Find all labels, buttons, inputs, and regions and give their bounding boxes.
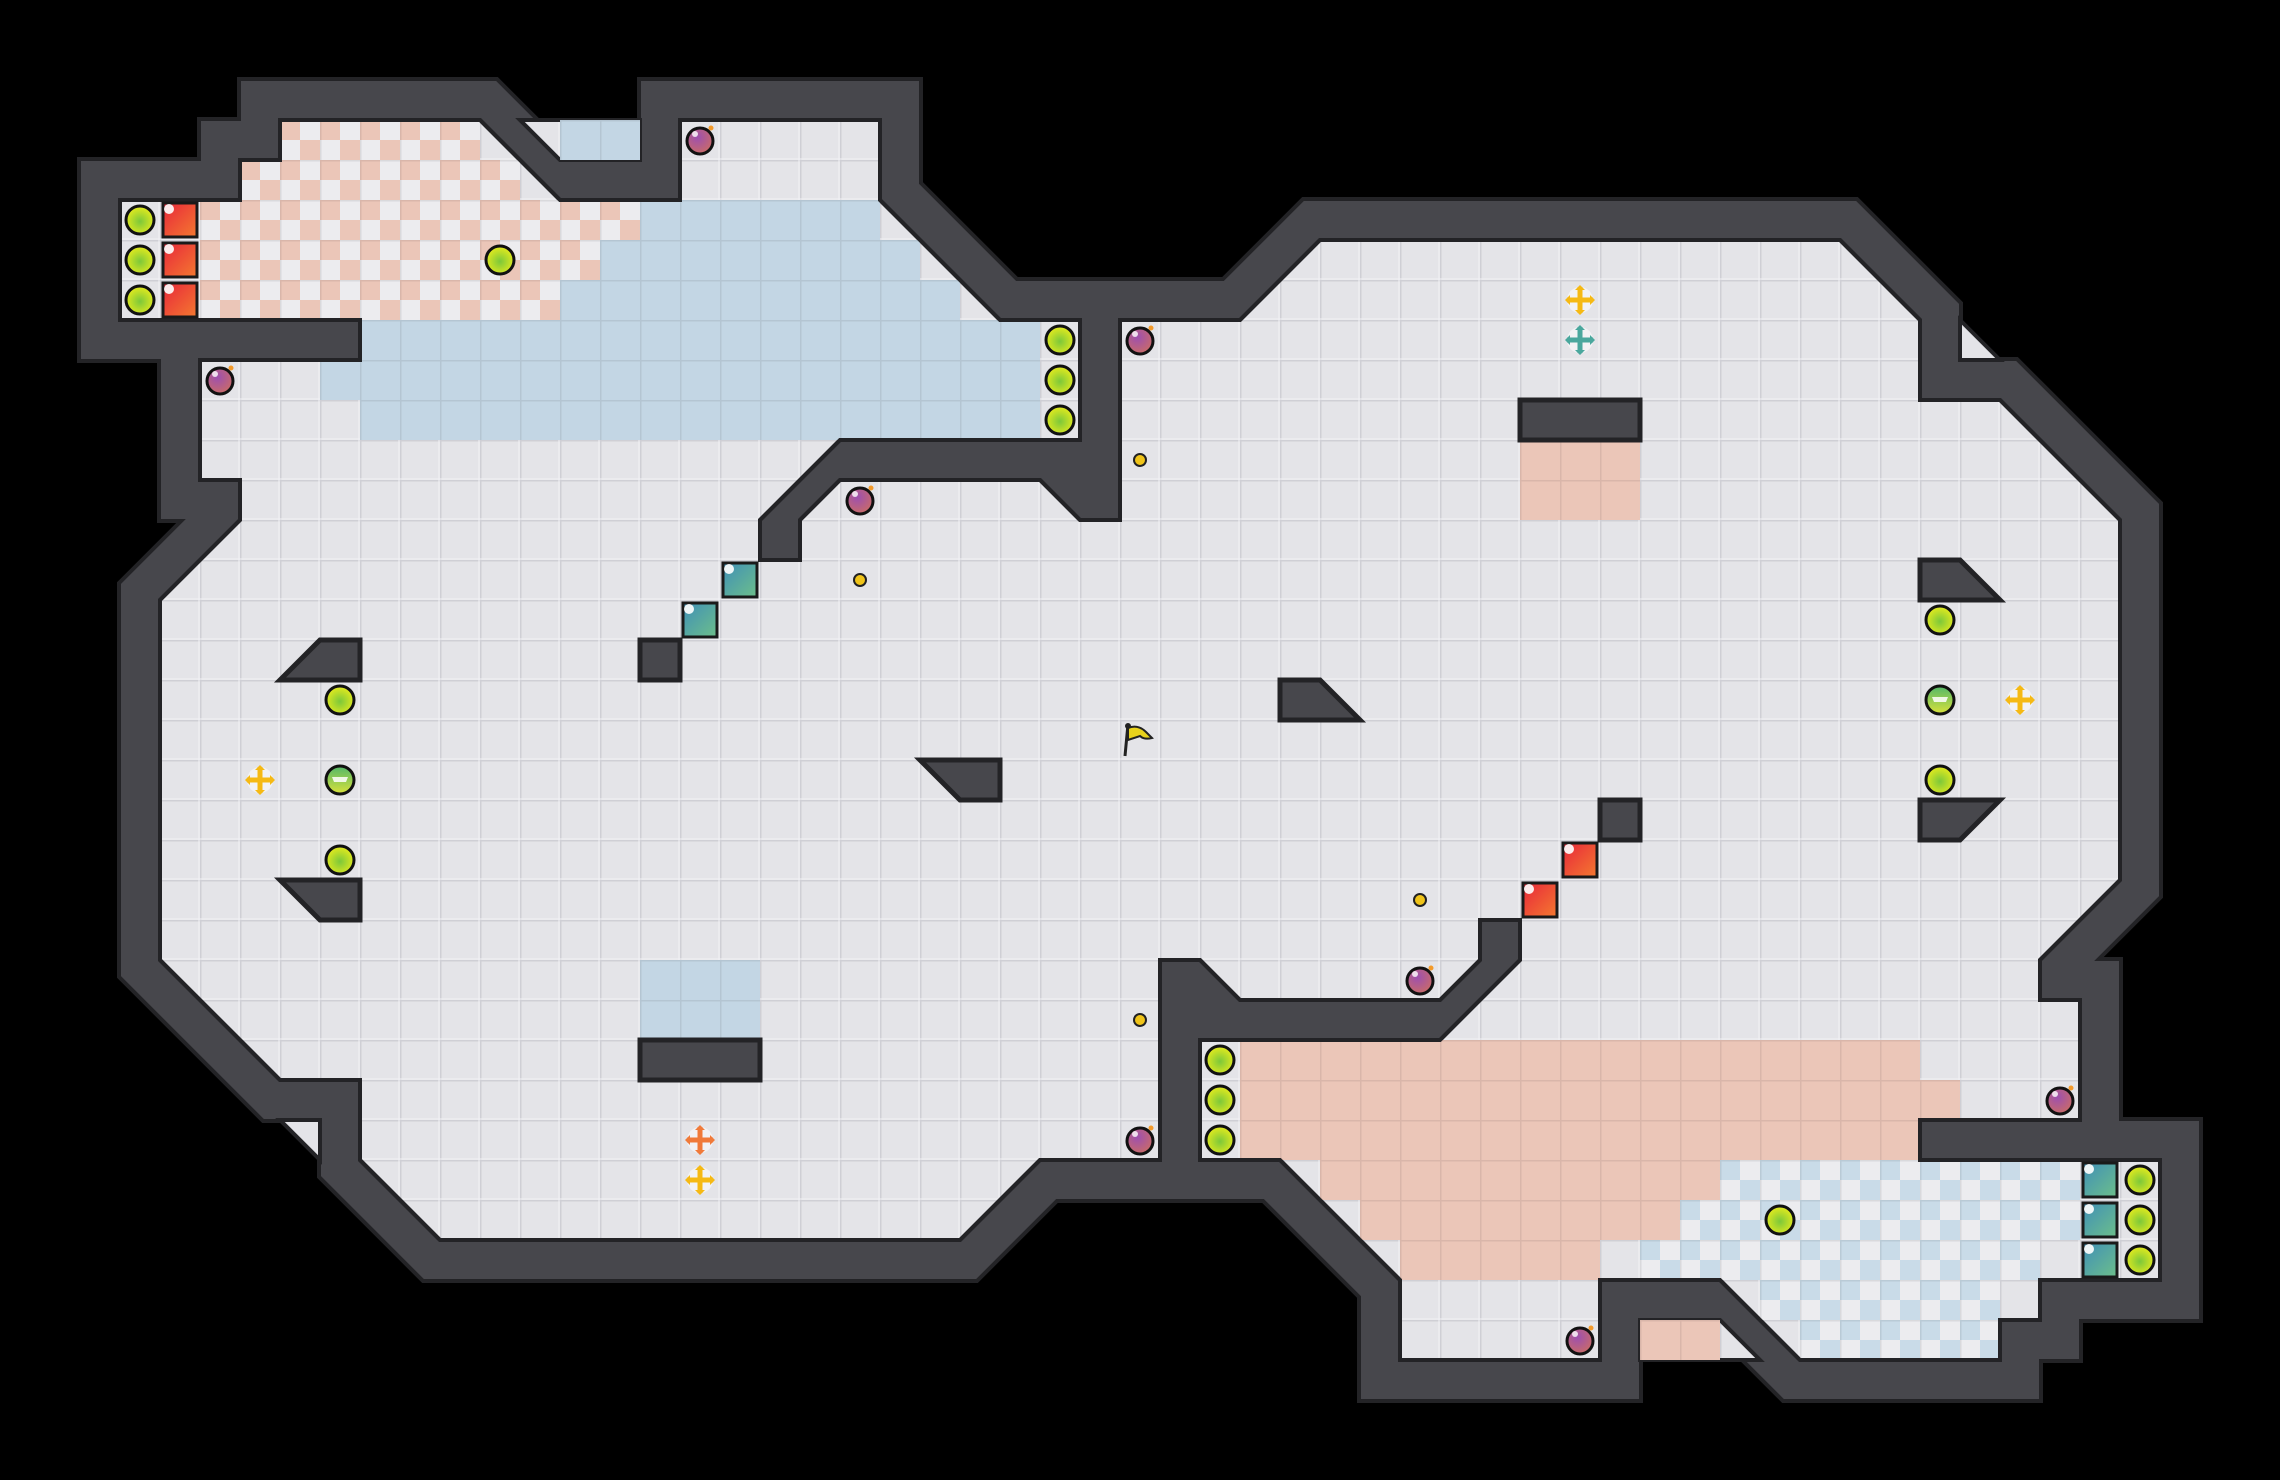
zone-grid bbox=[1360, 1200, 1680, 1240]
zone-grid bbox=[560, 120, 640, 160]
bomb-icon bbox=[1565, 1325, 1595, 1356]
bomb-icon bbox=[1125, 325, 1155, 356]
zone-grid bbox=[240, 160, 520, 200]
floor-edge bbox=[118, 118, 2162, 1362]
floor-pocket bbox=[1958, 315, 2005, 362]
red-gate-icon bbox=[1521, 881, 1559, 919]
boost-pad-icon bbox=[1924, 604, 1956, 636]
boost-pad-icon bbox=[124, 244, 156, 276]
zone-grid bbox=[600, 240, 920, 280]
boost-pad-icon bbox=[2124, 1244, 2156, 1276]
zone-grid bbox=[1680, 1200, 2080, 1240]
zone-grid bbox=[1800, 1320, 2000, 1360]
red-gate-icon bbox=[161, 281, 199, 319]
zone-grid bbox=[200, 280, 560, 320]
blue-gate-icon bbox=[2081, 1201, 2119, 1239]
portal-icon bbox=[685, 1125, 715, 1155]
bomb-icon bbox=[1125, 1125, 1155, 1156]
bomb-icon bbox=[205, 365, 235, 396]
boost-pad-icon bbox=[324, 684, 356, 716]
zone-grid bbox=[1520, 440, 1640, 480]
wall-block bbox=[913, 757, 1003, 803]
bomb-icon bbox=[2045, 1085, 2075, 1116]
wall-block bbox=[637, 637, 683, 683]
zone-grid bbox=[1640, 1240, 2040, 1280]
wall-block bbox=[1517, 397, 1643, 443]
red-gate-icon bbox=[1561, 841, 1599, 879]
zone-grid bbox=[280, 120, 480, 160]
boost-pad-icon bbox=[324, 844, 356, 876]
zone-grid bbox=[640, 200, 880, 240]
portal-icon bbox=[245, 765, 275, 795]
bomb-icon bbox=[1405, 965, 1435, 996]
zone-grid bbox=[640, 960, 760, 1000]
wall-block bbox=[273, 637, 363, 683]
wall-obstacles bbox=[273, 397, 2007, 1083]
boost-pad-icon bbox=[1044, 324, 1076, 356]
team-boost-icon bbox=[1924, 684, 1956, 716]
bomb-icon bbox=[845, 485, 875, 516]
portal-icon bbox=[1565, 325, 1595, 355]
wall-block bbox=[1277, 677, 1367, 723]
boost-pad-icon bbox=[1764, 1204, 1796, 1236]
zone-grid bbox=[1520, 480, 1640, 520]
team-zones bbox=[118, 118, 2162, 1362]
boost-pad-icon bbox=[1044, 404, 1076, 436]
map-entities bbox=[124, 125, 2156, 1356]
zone-grid bbox=[1400, 1240, 1600, 1280]
zone-grid bbox=[1240, 1120, 1920, 1160]
blue-gate-icon bbox=[681, 601, 719, 639]
zone-grid bbox=[1320, 1160, 1720, 1200]
powerup-spawn-icon bbox=[1133, 1013, 1147, 1027]
boost-pad-icon bbox=[1924, 764, 1956, 796]
boost-pad-icon bbox=[124, 284, 156, 316]
wall-block bbox=[637, 1037, 763, 1083]
floor-pocket bbox=[275, 1118, 322, 1165]
boost-pad-icon bbox=[2124, 1204, 2156, 1236]
powerup-spawn-icon bbox=[1133, 453, 1147, 467]
zone-grid bbox=[200, 200, 640, 240]
red-gate-icon bbox=[161, 201, 199, 239]
boost-pad-icon bbox=[1204, 1084, 1236, 1116]
bomb-icon bbox=[685, 125, 715, 156]
portal-icon bbox=[1565, 285, 1595, 315]
boost-pad-icon bbox=[1204, 1124, 1236, 1156]
wall-block bbox=[1597, 797, 1643, 843]
zone-grid bbox=[1640, 1320, 1720, 1360]
powerup-spawn-icon bbox=[853, 573, 867, 587]
boost-pad-icon bbox=[484, 244, 516, 276]
powerup-spawn-icon bbox=[1413, 893, 1427, 907]
blue-gate-icon bbox=[2081, 1161, 2119, 1199]
zone-grid bbox=[640, 1000, 760, 1040]
boost-pad-icon bbox=[2124, 1164, 2156, 1196]
boost-pad-icon bbox=[1044, 364, 1076, 396]
boost-pad-icon bbox=[1204, 1044, 1236, 1076]
team-boost-icon bbox=[324, 764, 356, 796]
portal-icon bbox=[2005, 685, 2035, 715]
zone-grid bbox=[1240, 1040, 1920, 1080]
blue-gate-icon bbox=[721, 561, 759, 599]
zone-grid bbox=[360, 400, 1040, 440]
red-gate-icon bbox=[161, 241, 199, 279]
wall-block bbox=[273, 877, 363, 923]
zone-grid bbox=[320, 360, 1040, 400]
portal-icon bbox=[685, 1165, 715, 1195]
boost-pad-icon bbox=[124, 204, 156, 236]
zone-grid bbox=[1240, 1080, 1960, 1120]
wall-block bbox=[1917, 557, 2007, 603]
zone-grid bbox=[360, 320, 1040, 360]
zone-grid bbox=[1760, 1280, 2000, 1320]
zone-grid bbox=[1720, 1160, 2080, 1200]
wall-block bbox=[1917, 797, 2007, 843]
yellow-flag-icon bbox=[1123, 723, 1154, 757]
blue-gate-icon bbox=[2081, 1241, 2119, 1279]
zone-grid bbox=[200, 240, 600, 280]
zone-grid bbox=[560, 280, 960, 320]
